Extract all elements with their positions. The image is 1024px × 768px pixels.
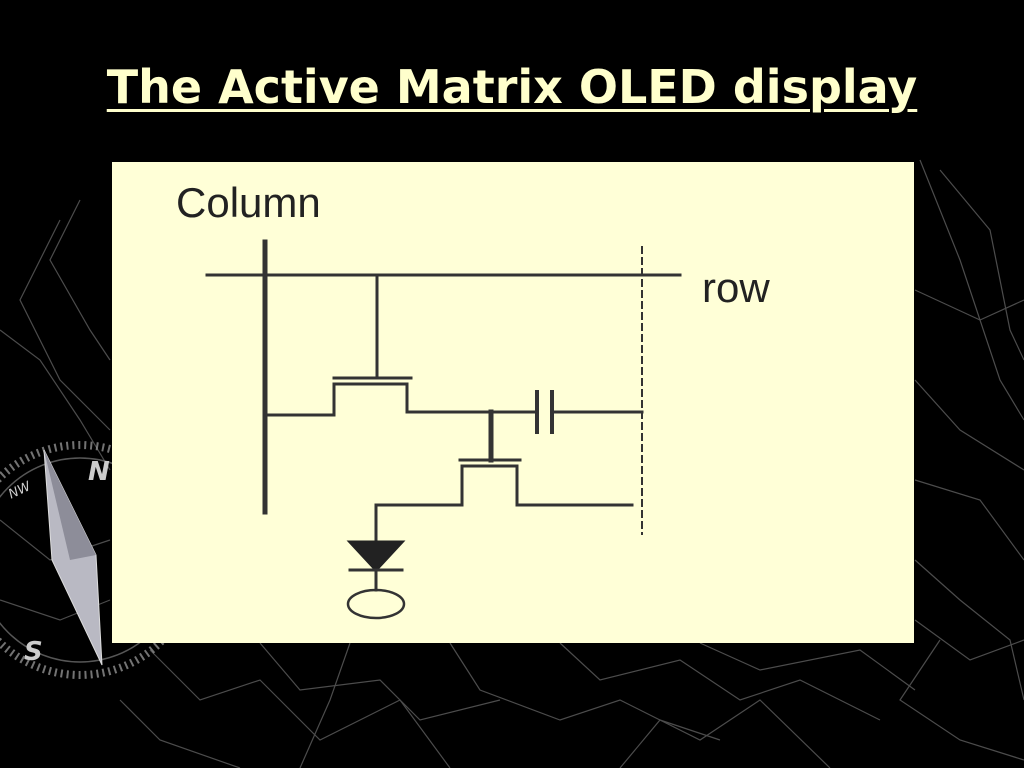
compass-letter-s: S: [24, 637, 43, 667]
compass-letter-n: N: [88, 457, 110, 487]
row-label: row: [702, 264, 770, 311]
oled-diode: [346, 503, 406, 620]
ground-terminal: [346, 588, 406, 620]
column-label: Column: [176, 179, 321, 226]
switching-transistor: [263, 273, 464, 417]
slide-title: The Active Matrix OLED display: [106, 60, 918, 114]
compass-letter-nw: NW: [6, 479, 34, 503]
pixel-circuit-diagram: [205, 239, 682, 620]
circuit-diagram-panel: Column row: [112, 162, 914, 643]
storage-capacitor: [460, 390, 644, 434]
driving-transistor: [374, 409, 634, 507]
